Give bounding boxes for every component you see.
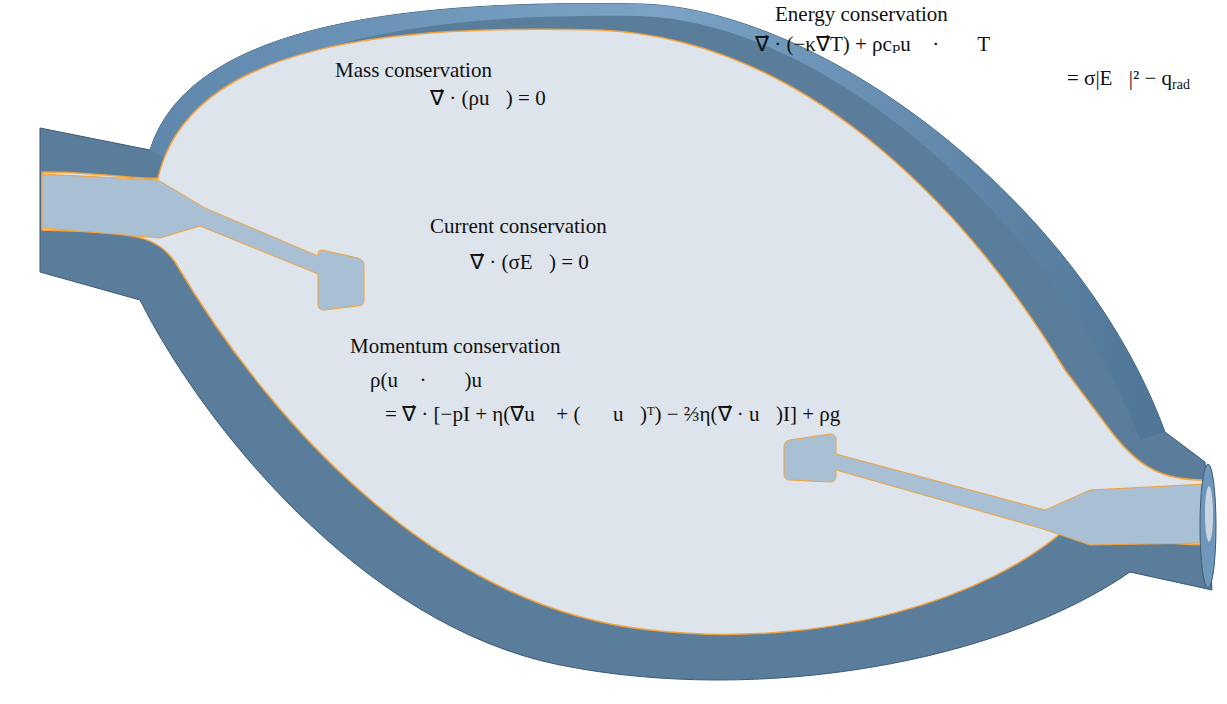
section-heading: Momentum conservation — [350, 334, 561, 358]
right-electrode — [784, 434, 1206, 545]
tube-bore — [1205, 486, 1213, 542]
equation: ∇⃗ · (−κ∇⃗T) + ρcₚu⃗ · ∇⃗T — [755, 32, 990, 56]
equation: ∇⃗ · (ρu⃗) = 0 — [430, 86, 546, 110]
lamp-shell — [40, 4, 1212, 680]
equation: ρ(u⃗ · ∇⃗)u⃗ — [370, 368, 498, 392]
discharge-cavity — [42, 29, 1208, 634]
subscript: rad — [1172, 77, 1190, 93]
section-heading: Energy conservation — [775, 2, 948, 26]
equation: = σ|E⃗|² − q — [1067, 66, 1172, 90]
equation: ∇⃗ · (σE⃗) = 0 — [470, 250, 589, 274]
tube-end — [1200, 464, 1216, 588]
section-heading: Current conservation — [430, 214, 607, 238]
equation: = ∇⃗ · [−pI + η(∇⃗u⃗ + (∇⃗u⃗)ᵀ) − ⅔η(∇⃗ … — [385, 402, 857, 426]
section-heading: Mass conservation — [335, 58, 492, 82]
left-electrode — [42, 174, 364, 310]
